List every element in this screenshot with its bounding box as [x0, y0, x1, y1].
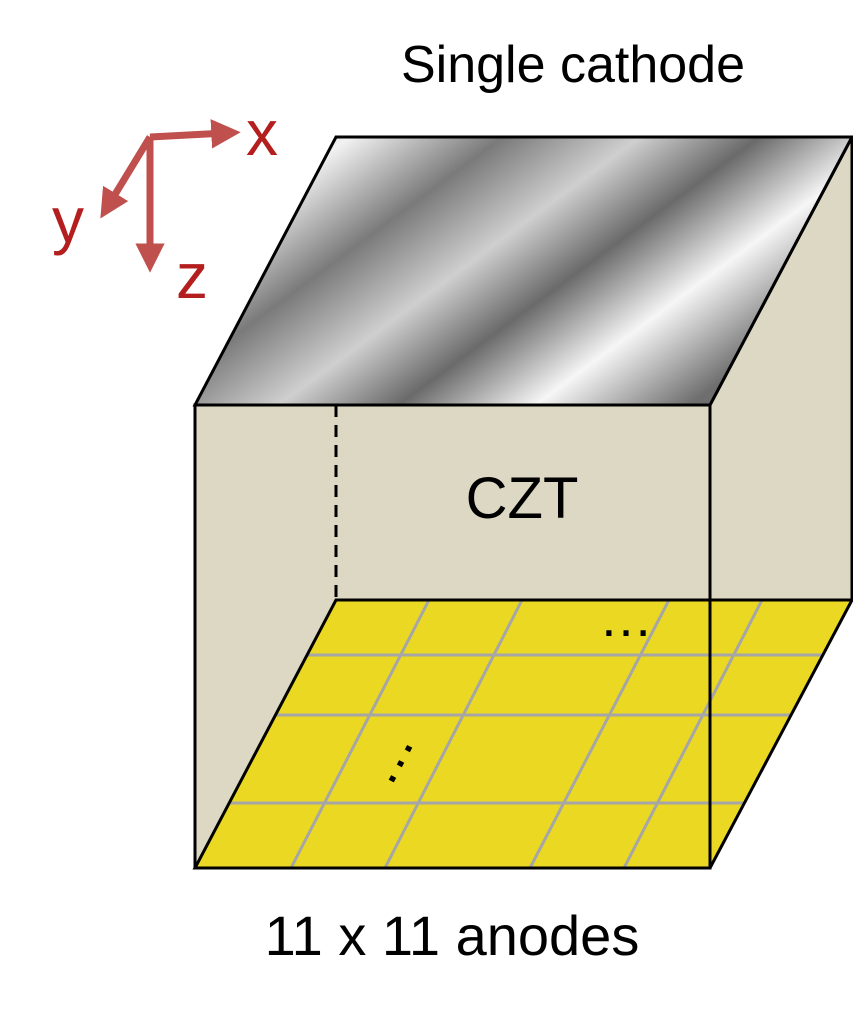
- back-left-face: [195, 405, 336, 868]
- anode-grid: [230, 599, 822, 869]
- axes: x y z: [52, 97, 278, 312]
- x-axis-label: x: [246, 97, 278, 169]
- czt-label: CZT: [466, 466, 579, 531]
- czt-crystal: … … CZT: [192, 135, 853, 870]
- y-axis-label: y: [52, 184, 84, 256]
- z-axis-label: z: [176, 240, 208, 312]
- back-face: [336, 405, 710, 600]
- x-axis-arrow: [149, 119, 241, 149]
- front-face-outline: [193, 403, 712, 870]
- anode-ellipsis-row: …: [599, 588, 653, 648]
- anode-caption: 11 x 11 anodes: [265, 904, 640, 967]
- anode-plane: [195, 600, 852, 868]
- y-axis-arrow: [100, 135, 153, 219]
- title: Single cathode: [401, 36, 745, 94]
